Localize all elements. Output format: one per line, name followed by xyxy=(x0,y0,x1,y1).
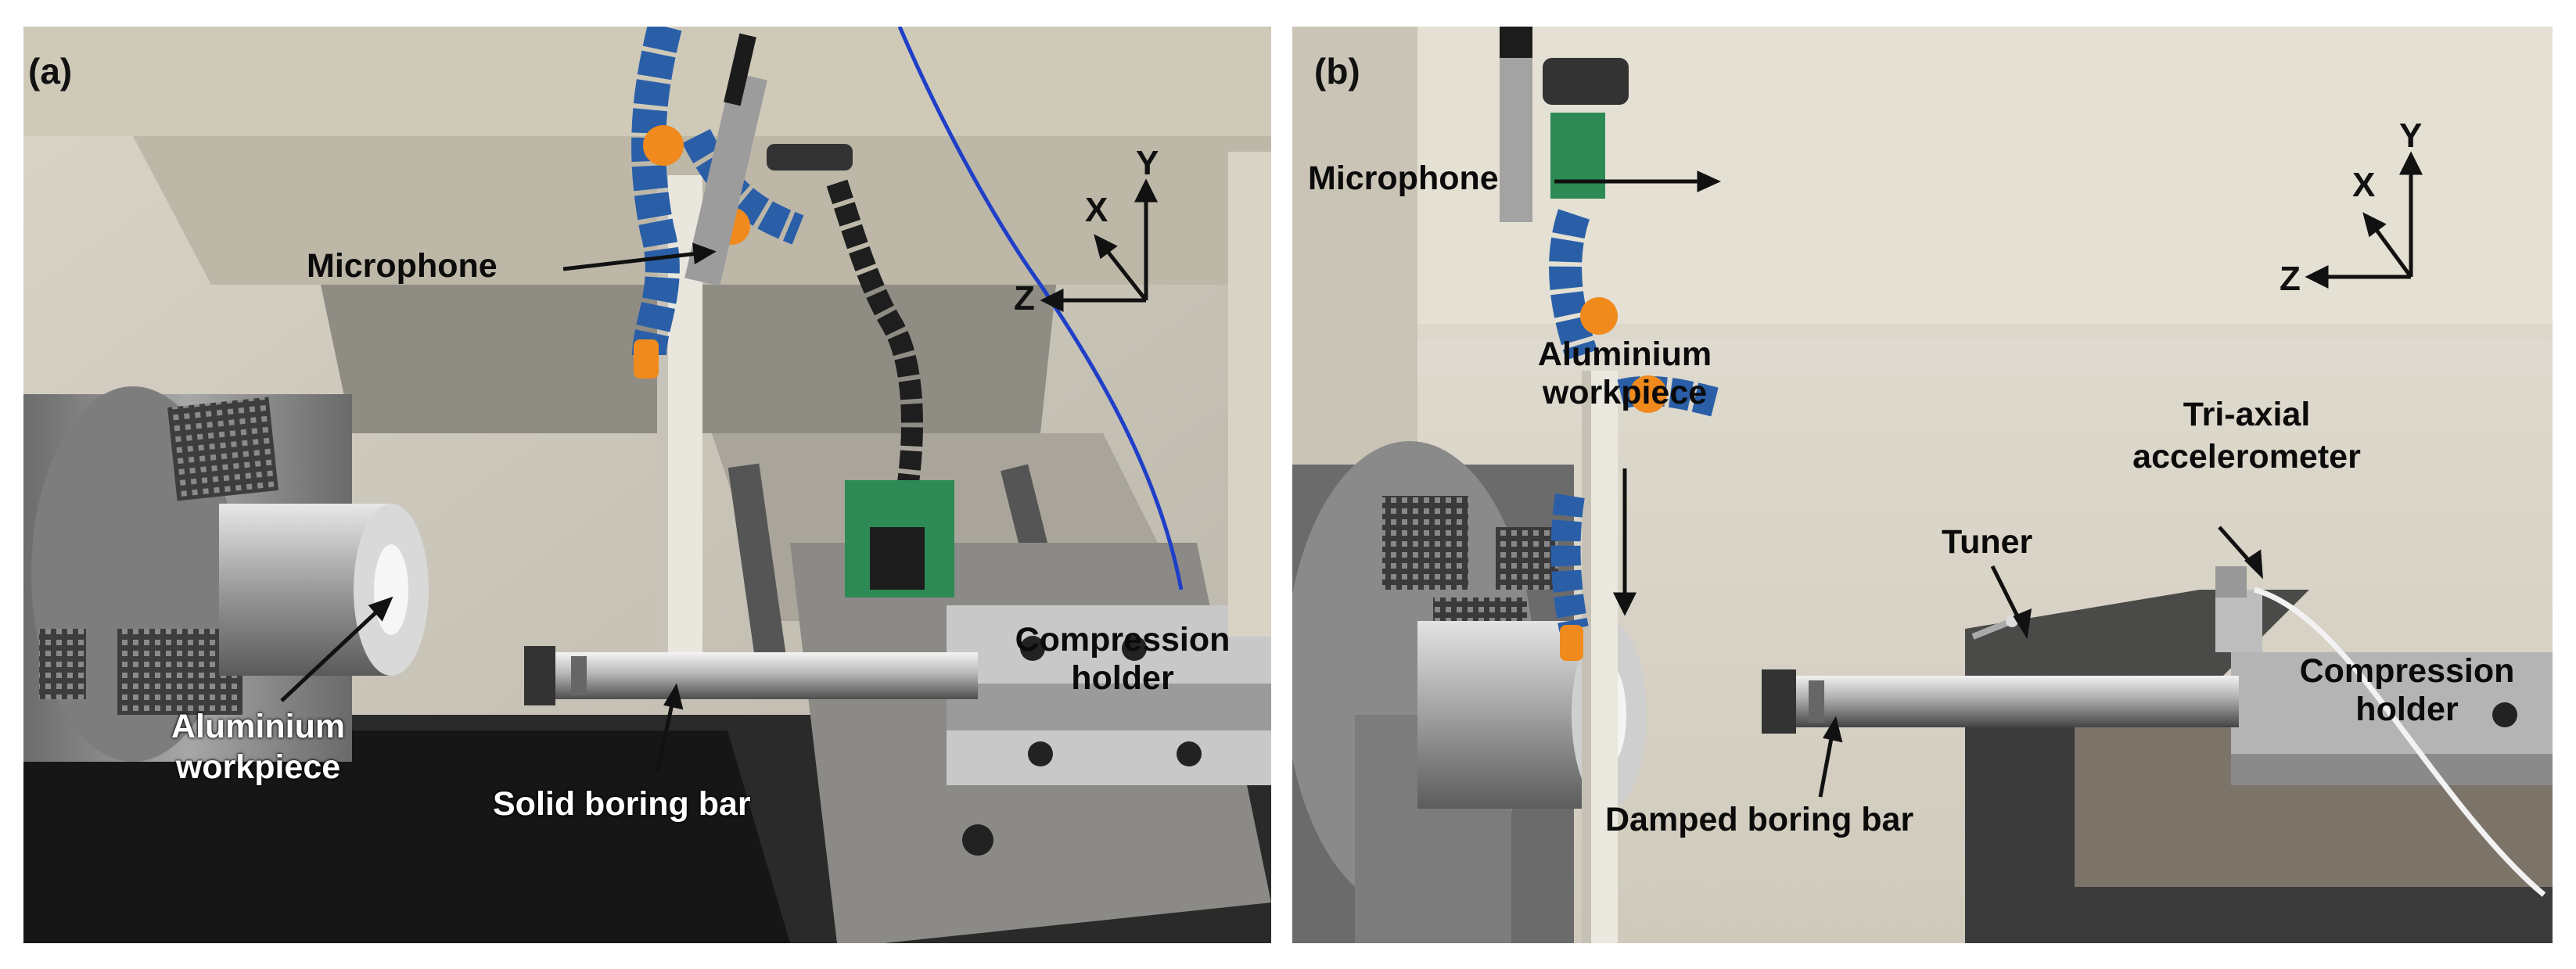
photo-panel-a: (a) Y X Z Microphone Aluminium workpiece… xyxy=(23,27,1271,943)
photo-panel-b: (b) Y X Z Microphone Aluminium workpi xyxy=(1292,27,2553,943)
panel-a-tag: (a) xyxy=(28,51,73,92)
lathe-photo-a xyxy=(23,27,1271,943)
axis-b-x: X xyxy=(2352,166,2376,204)
panel-b-tag: (b) xyxy=(1314,51,1360,92)
label-a-workpiece: Aluminium workpiece xyxy=(171,708,346,786)
label-b-microphone: Microphone xyxy=(1308,160,1499,197)
label-b-boring-bar: Damped boring bar xyxy=(1605,801,1914,838)
axis-a-x: X xyxy=(1085,191,1108,229)
label-b-holder: Compression holder xyxy=(2299,652,2515,729)
axis-a-z: Z xyxy=(1014,279,1035,318)
axis-a-y: Y xyxy=(1136,144,1159,182)
axis-b-z: Z xyxy=(2280,260,2301,298)
label-b-workpiece: Aluminium workpiece xyxy=(1537,336,1712,412)
label-a-microphone: Microphone xyxy=(307,247,498,285)
label-a-holder: Compression holder xyxy=(1015,621,1231,698)
label-b-tuner: Tuner xyxy=(1942,523,2033,561)
lathe-photo-b xyxy=(1292,27,2553,943)
label-b-accelerometer: Tri-axial accelerometer xyxy=(2132,396,2361,476)
label-a-boring-bar: Solid boring bar xyxy=(493,785,751,823)
axis-b-y: Y xyxy=(2399,117,2423,155)
